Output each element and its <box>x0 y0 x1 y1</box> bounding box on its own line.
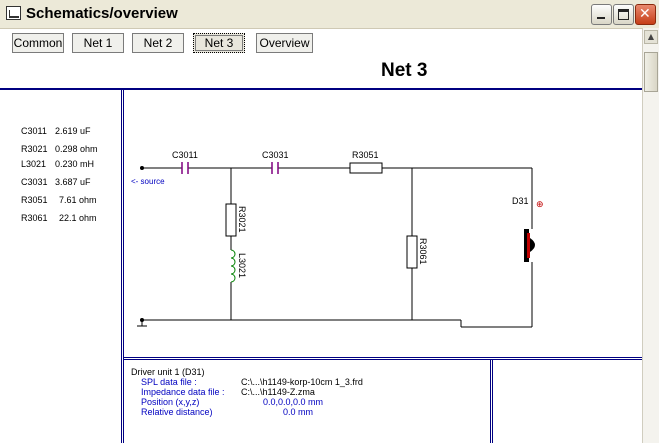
top-wire <box>142 167 533 327</box>
bottom-mid-divider <box>490 360 493 443</box>
component-value: 0.298 ohm <box>55 144 98 154</box>
bottom-wire <box>137 319 532 328</box>
net3-button[interactable]: Net 3 <box>193 33 245 53</box>
component-name: R3051 <box>21 195 48 205</box>
c3011-capacitor <box>181 162 189 174</box>
common-button[interactable]: Common <box>12 33 64 53</box>
c3031-capacitor <box>271 162 279 174</box>
maximize-button[interactable] <box>613 4 634 25</box>
top-divider <box>0 88 642 92</box>
component-name: L3021 <box>21 159 47 169</box>
scroll-up-arrow-icon[interactable]: ▲ <box>644 30 658 44</box>
d31-label: D31 <box>512 196 529 206</box>
scrollbar-thumb[interactable] <box>644 52 658 92</box>
driver-row-label: SPL data file : <box>141 377 197 387</box>
shunt-branch-2 <box>406 168 418 320</box>
ground-node <box>140 318 144 322</box>
source-node <box>140 166 144 170</box>
driver-row-label: Relative distance) <box>141 407 213 417</box>
bottom-divider <box>124 357 642 360</box>
title-bar[interactable]: Schematics/overview ✕ <box>0 0 659 29</box>
r3021-label: R3021 <box>237 206 247 233</box>
minimize-icon <box>597 17 605 19</box>
component-value: 7.61 ohm <box>59 195 97 205</box>
polarity-plus-icon: ⊕ <box>536 200 544 210</box>
window-title: Schematics/overview <box>26 5 178 22</box>
component-name: R3021 <box>21 144 48 154</box>
overview-button[interactable]: Overview <box>256 33 313 53</box>
driver-row-label: Position (x,y,z) <box>141 397 200 407</box>
page-heading: Net 3 <box>381 60 428 81</box>
net2-button[interactable]: Net 2 <box>132 33 184 53</box>
component-name: C3011 <box>21 126 47 136</box>
net1-button[interactable]: Net 1 <box>72 33 124 53</box>
r3061-label: R3061 <box>418 238 428 265</box>
schematic-diagram: C3011 C3031 R3051 <- source R3021 L3021 … <box>131 150 544 328</box>
close-icon: ✕ <box>639 6 651 22</box>
component-name: C3031 <box>21 177 48 187</box>
driver-row-value: C:\...\h1149-Z.zma <box>241 387 315 397</box>
minimize-button[interactable] <box>591 4 612 25</box>
shunt-branch-1 <box>225 168 237 320</box>
d31-driver <box>524 229 535 262</box>
c3011-label: C3011 <box>172 150 198 160</box>
driver-row-value: 0.0,0.0,0.0 mm <box>263 397 324 407</box>
maximize-icon <box>618 9 629 20</box>
driver-row-label: Impedance data file : <box>141 387 225 397</box>
l3021-inductor <box>230 249 236 283</box>
r3051-label: R3051 <box>352 150 379 160</box>
driver-title: Driver unit 1 (D31) <box>131 367 205 377</box>
app-icon <box>6 6 21 20</box>
driver-row-value: C:\...\h1149-korp-10cm 1_3.frd <box>241 377 363 387</box>
source-label: <- source <box>131 177 165 186</box>
close-button[interactable]: ✕ <box>635 4 656 25</box>
component-value: 22.1 ohm <box>59 213 97 223</box>
component-name: R3061 <box>21 213 48 223</box>
left-divider <box>121 90 124 443</box>
r3051-resistor <box>349 162 383 174</box>
c3031-label: C3031 <box>262 150 289 160</box>
l3021-label: L3021 <box>237 253 247 278</box>
driver-row-value: 0.0 mm <box>283 407 314 417</box>
component-value: 3.687 uF <box>55 177 91 187</box>
component-list-panel: C3011 2.619 uF R3021 0.298 ohm L3021 0.2… <box>0 92 120 443</box>
component-value: 2.619 uF <box>55 126 91 136</box>
vertical-scrollbar[interactable]: ▲ <box>642 28 659 443</box>
component-value: 0.230 mH <box>55 159 95 169</box>
